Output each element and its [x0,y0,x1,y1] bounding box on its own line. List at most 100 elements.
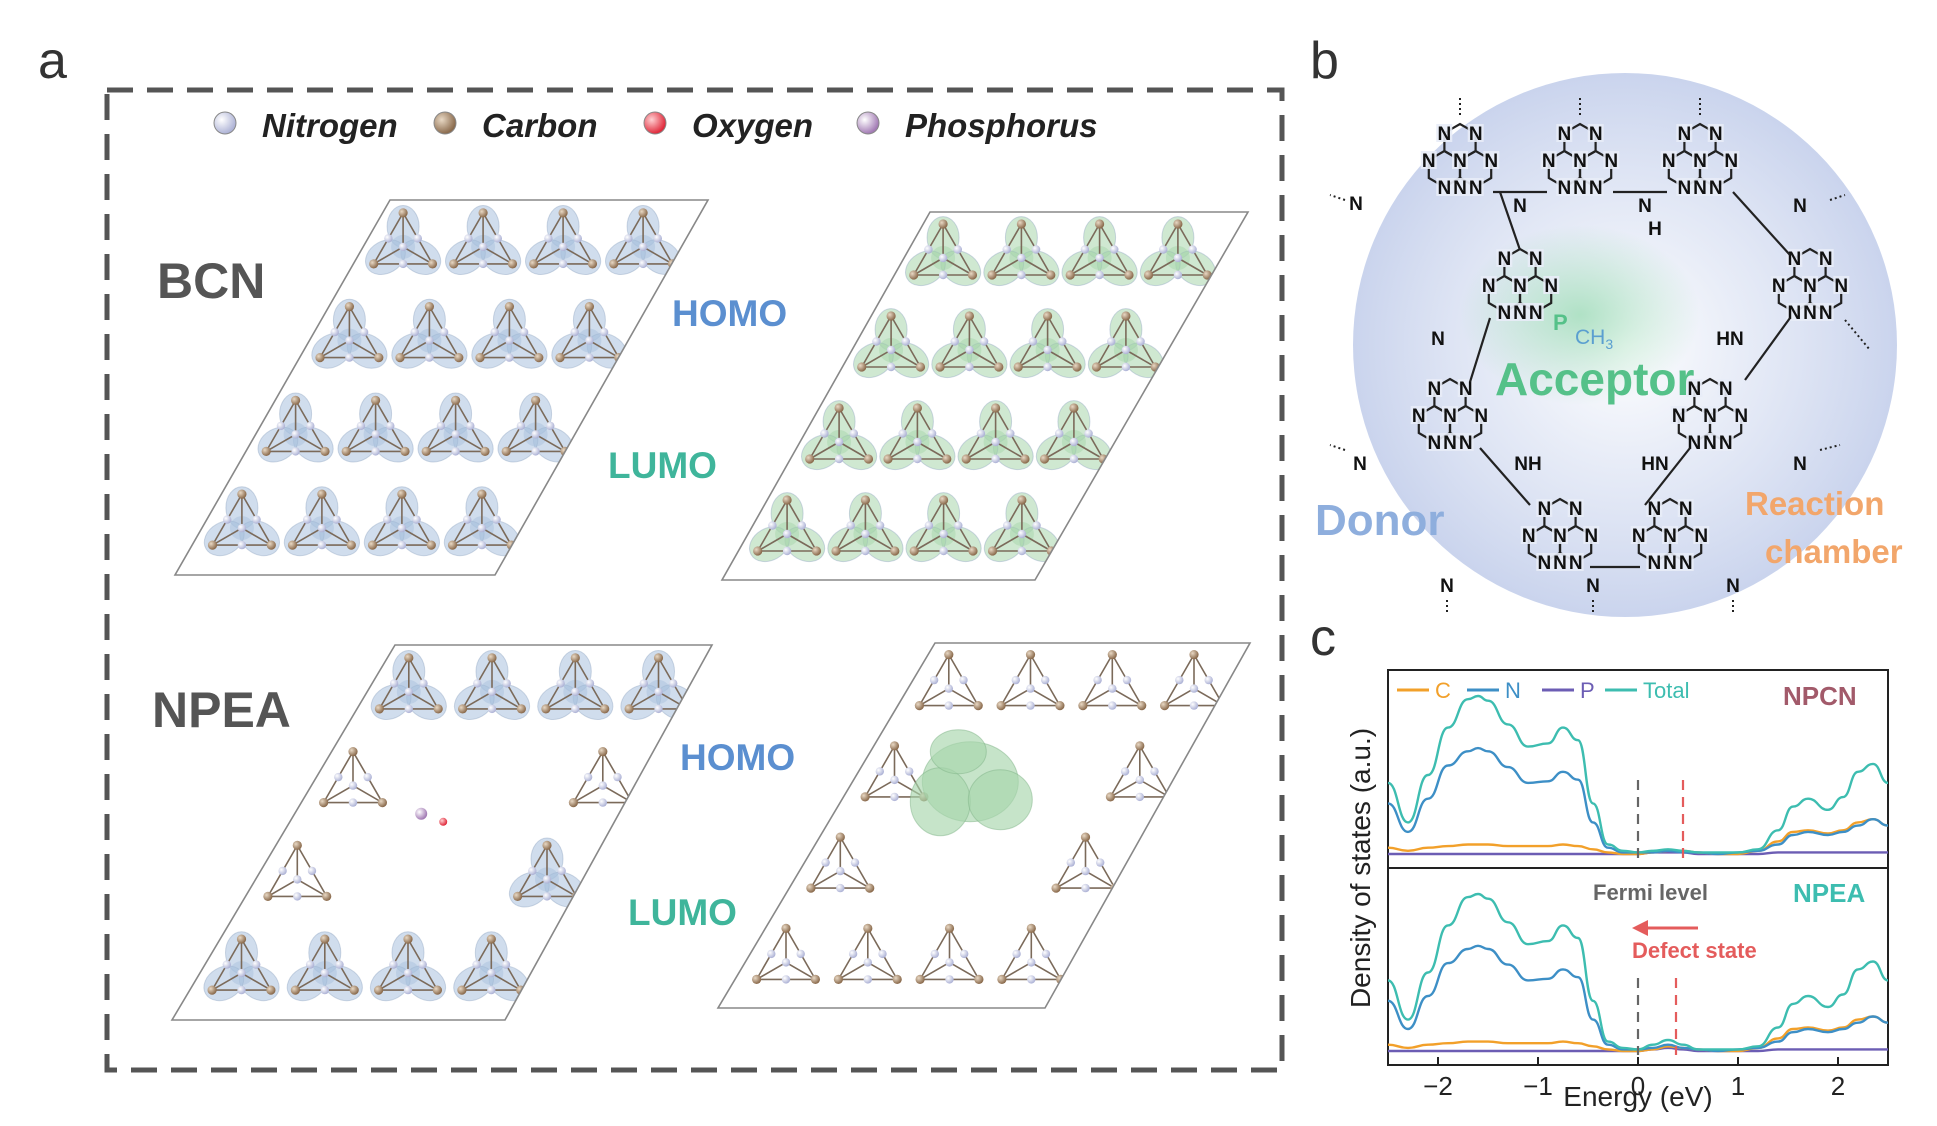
carbon-atom [531,395,541,405]
lattice-unit [983,492,1060,563]
nitrogen-atom [1107,337,1116,346]
nitrogen-atom [654,687,663,697]
nitrogen-atom [638,259,648,269]
carbon-atom [427,259,438,269]
lattice-unit [1051,832,1120,893]
carbon-atom [1013,362,1023,372]
total-legend-label: Total [1643,678,1689,703]
nitrogen-atom [222,960,231,969]
unit-cell-boundary [173,199,710,576]
nitrogen-atom [1017,270,1026,280]
bond [918,687,950,707]
nitrogen-atom [386,421,395,431]
nitrogen-atom [404,687,413,697]
linker-bond [1498,191,1522,251]
lattice-unit [203,931,280,1002]
bond [861,349,892,368]
bond [757,533,788,552]
atom-label-bg [1770,276,1787,294]
nitrogen-atom [1041,675,1050,685]
bond [533,246,564,265]
carbon-atom [961,454,971,464]
unit-cell-boundary [170,644,714,1021]
linker-atom-label: N [1638,196,1652,217]
nitrogen-label: N [1703,406,1717,427]
nitrogen-atom [398,259,408,269]
nitrogen-atom [252,515,261,524]
nitrogen-atom [945,958,954,967]
nitrogen-atom [451,447,460,456]
nitrogen-atom [389,679,399,688]
carbon-atom [1046,270,1056,280]
nitrogen-atom [1084,429,1093,438]
carbon-atom [404,653,414,663]
nitrogen-atom [557,866,566,876]
atom-label-bg [1662,526,1678,544]
carbon-atom [1137,701,1147,711]
bond [408,691,439,710]
nitrogen-label: N [1437,178,1451,199]
nitrogen-atom [477,540,487,550]
carbon-atom [915,974,925,984]
nitrogen-atom [1095,253,1104,263]
nitrogen-atom [1110,245,1119,254]
atom-label-bg [1457,379,1474,397]
carbon-atom [860,495,870,505]
atom-label-bg [1686,379,1703,397]
carbon-atom [516,704,526,714]
bond [348,339,380,359]
nitrogen-atom [901,337,910,346]
bond [756,961,787,981]
nitrogen-atom [335,960,344,969]
nitrogen-label: N [1677,124,1691,145]
lattice-unit [1105,741,1174,802]
bond [517,878,548,898]
bond [992,533,1023,552]
nitrogen-atom [939,546,948,556]
nitrogen-atom [863,975,872,984]
bond [867,961,898,981]
nitrogen-label: N [1604,151,1618,172]
lattice-unit [363,486,440,557]
carbon-atom [1189,650,1199,660]
atom-label-bg [1520,526,1537,544]
carbon-atom [991,403,1001,413]
lattice-unit [905,492,982,563]
nitrogen-atom [598,781,607,790]
nitrogen-atom [477,523,487,533]
nitrogen-label: N [1469,124,1483,145]
nitrogen-atom [905,767,914,776]
bond [1073,441,1104,460]
linker-bond [1744,317,1791,381]
nitrogen-atom [886,345,896,355]
nitrogen-atom [624,234,633,243]
carbon-atom [432,985,442,995]
nitrogen-label: N [1687,379,1701,400]
bond [890,349,921,368]
nitrogen-label: N [1474,406,1488,427]
atom-label-bg [1410,406,1427,424]
nitrogen-label: N [1522,526,1536,547]
nitrogen-atom [1011,675,1020,685]
bond [887,441,918,460]
nitrogen-atom [425,353,434,362]
carbon-atom [341,446,351,456]
nitrogen-atom [317,540,327,550]
nitrogen-atom [820,429,829,438]
nitrogen-atom [938,253,948,263]
bond [642,246,673,265]
lattice-unit [1078,650,1147,711]
npcn-total-dos-line [1387,694,1889,854]
nitrogen-label: N [1694,526,1708,547]
nitrogen-atom [1159,245,1168,254]
carbon-atom [451,395,461,405]
oxygen-legend-marker [643,111,667,135]
carbon-atom [987,546,998,556]
nitrogen-atom [252,960,261,969]
nitrogen-label: N [1513,303,1527,324]
nitrogen-atom [944,701,953,710]
lattice-unit [311,298,388,369]
atom-label-bg [1420,151,1437,169]
bond [1020,257,1052,276]
bond [425,433,457,453]
